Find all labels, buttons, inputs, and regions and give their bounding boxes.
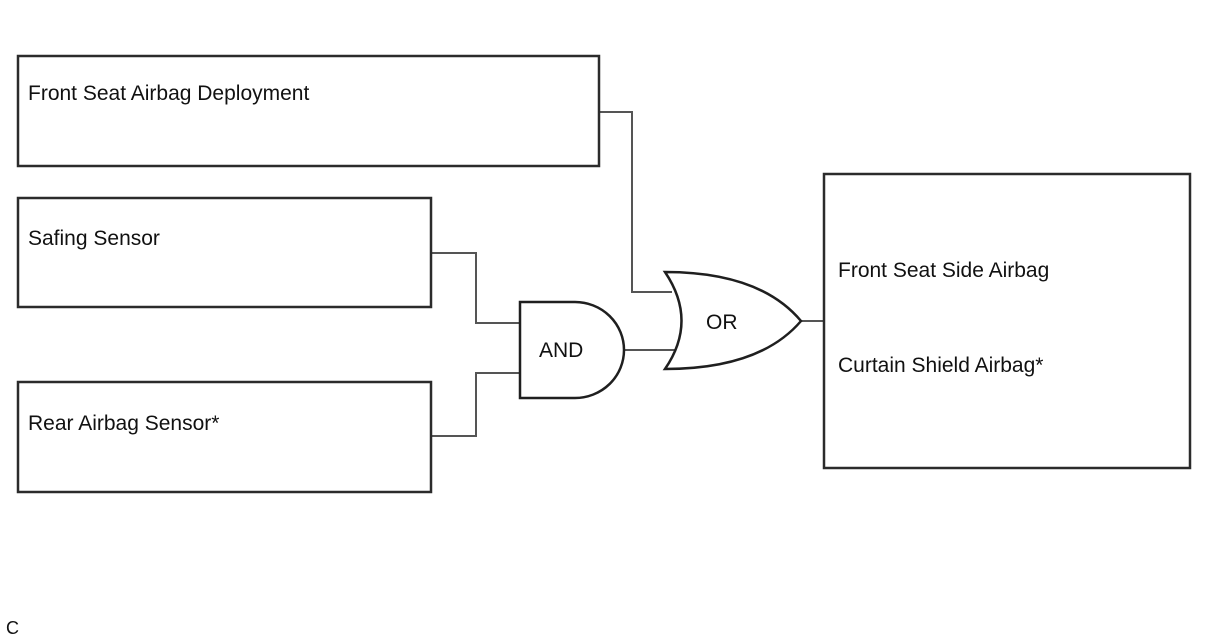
and-gate <box>518 300 626 400</box>
wire-deployment-to-or <box>599 111 672 293</box>
front-seat-airbag-deployment-label: Front Seat Airbag Deployment <box>28 82 309 105</box>
front-seat-airbag-deployment-box <box>16 54 601 168</box>
wire-safing-to-and <box>431 252 520 324</box>
or-gate-label: OR <box>706 311 738 334</box>
corner-label: C <box>6 618 19 638</box>
safing-sensor-box <box>16 196 433 309</box>
rear-airbag-sensor-label: Rear Airbag Sensor* <box>28 412 219 435</box>
rear-airbag-sensor-box <box>16 380 433 494</box>
wire-rear-to-and <box>431 372 520 437</box>
and-gate-label: AND <box>539 339 583 362</box>
curtain-shield-airbag-label: Curtain Shield Airbag* <box>838 354 1043 377</box>
airbag-output-box <box>822 172 1192 470</box>
front-seat-side-airbag-label: Front Seat Side Airbag <box>838 259 1049 282</box>
safing-sensor-label: Safing Sensor <box>28 227 160 250</box>
or-gate <box>662 270 803 371</box>
